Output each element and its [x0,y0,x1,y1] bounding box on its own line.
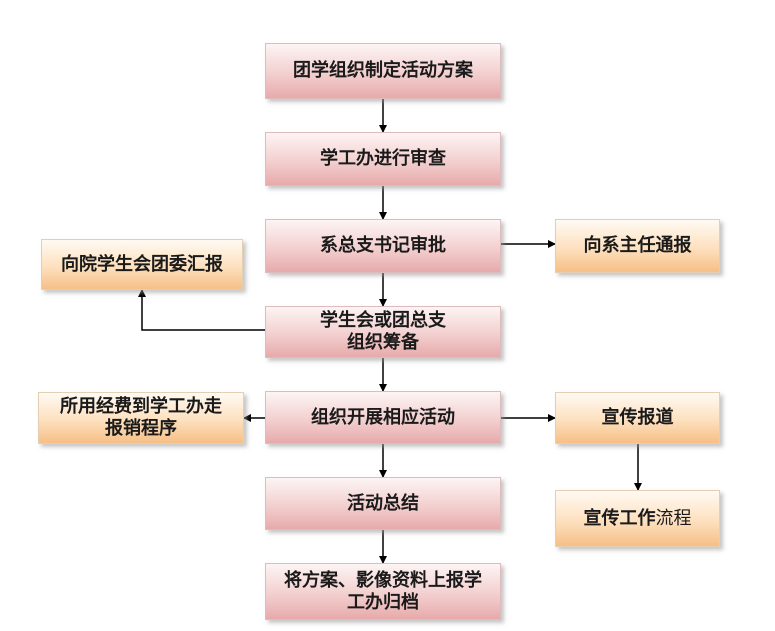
notify-department-head: 向系主任通报 [555,219,720,273]
step-conduct-activity: 组织开展相应活动 [265,391,501,444]
step-activity-summary: 活动总结 [265,477,501,530]
publicity-workflow-bold-label: 宣传工作 [583,507,656,529]
step-archive-materials: 将方案、影像资料上报学 工办归档 [265,563,501,620]
step-organize-preparation: 学生会或团总支 组织筹备 [265,306,501,358]
expense-reimbursement: 所用经费到学工办走 报销程序 [38,392,244,444]
step-plan-activity: 团学组织制定活动方案 [265,43,501,99]
arrow-n4-to-left1 [138,289,265,331]
step-office-review: 学工办进行审查 [265,132,501,186]
step-secretary-approval: 系总支书记审批 [265,219,501,273]
publicity-report: 宣传报道 [555,392,720,444]
publicity-workflow-normal-label: 流程 [655,507,692,529]
report-to-college-union: 向院学生会团委汇报 [41,239,243,290]
publicity-workflow: 宣传工作流程 [555,490,720,547]
